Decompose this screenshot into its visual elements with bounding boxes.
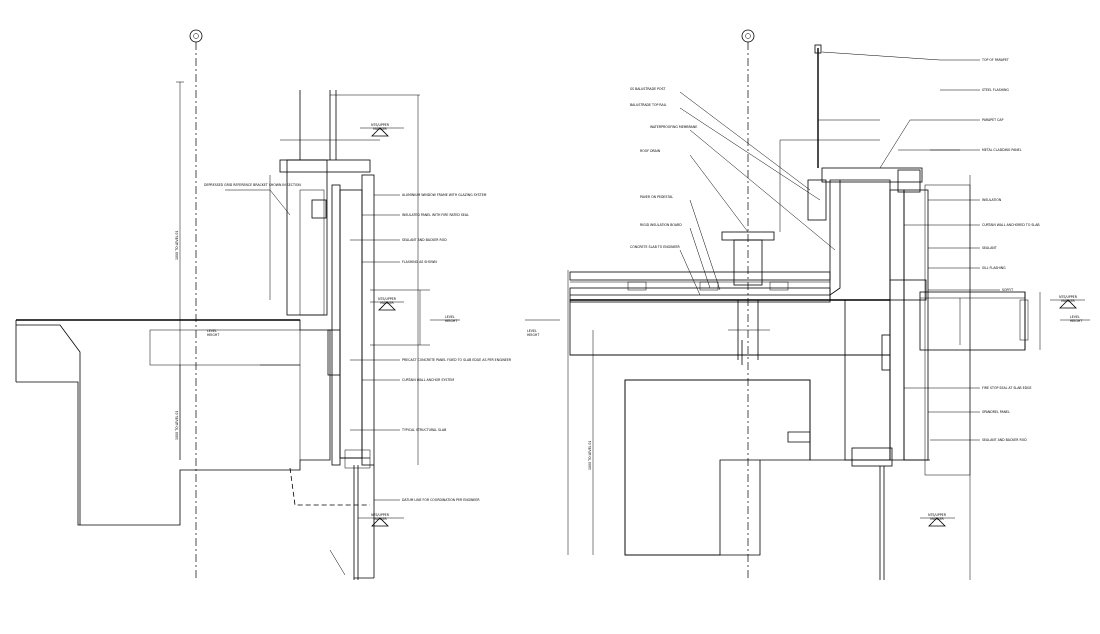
parapet-cap	[779, 44, 923, 232]
right-note-s0: TOP OF PARAPET	[981, 58, 1009, 62]
left-note-r6: TYPICAL STRUCTURAL SLAB	[401, 428, 446, 432]
right-note-t5: RIGID INSULATION BOARD	[640, 223, 682, 227]
left-vertical-dim-upper: 1000 TO LEVEL 01	[175, 231, 179, 260]
right-note-s11: SEALANT AND BACKER ROD	[982, 438, 1027, 442]
right-note-t4: PAVER ON PEDESTAL	[640, 195, 673, 199]
right-dimension-lines: 1000 TO LEVEL 01	[567, 149, 1041, 580]
right-note-s4: INSULATION	[982, 198, 1002, 202]
left-dimension-lines: 1000 TO LEVEL 01 1000 TO LEVEL 01	[175, 81, 430, 465]
left-note-r3: FLASHING AS SHOWN	[402, 260, 437, 264]
right-vertical-dim: 1000 TO LEVEL 01	[588, 441, 592, 470]
right-note-t6: CONCRETE SLAB TO ENGINEER	[630, 245, 680, 249]
right-note-t2: WATERPROOFING MEMBRANE	[650, 125, 697, 129]
right-note-t1: BALUSTRADE TOP RAIL	[630, 103, 667, 107]
right-note-s2: PARAPET CAP	[982, 118, 1003, 122]
left-section-detail: 1000 TO LEVEL 01 1000 TO LEVEL 01 NTS/UP…	[15, 29, 512, 580]
left-floor-slab	[15, 319, 370, 526]
right-note-s1: STEEL FLASHING	[982, 88, 1009, 92]
right-note-s9: FIRE STOP SEAL AT SLAB EDGE	[982, 386, 1032, 390]
left-annotations: DEPRESSED GRID REFERENCE BRACKET SHOWN I…	[204, 183, 512, 502]
grid-bubble-left	[189, 29, 203, 43]
right-note-t0: SS BALUSTRADE POST	[630, 87, 666, 91]
right-note-s7: SILL FLASHING	[982, 266, 1006, 270]
right-note-t3: ROOF DRAIN	[640, 149, 661, 153]
left-note-r4: PRECAST CONCRETE PANEL FIXED TO SLAB EDG…	[402, 358, 512, 362]
left-note-r5: CURTAIN WALL ANCHOR SYSTEM	[402, 378, 454, 382]
right-note-s6: SEALANT	[982, 246, 997, 250]
left-note-0: DEPRESSED GRID REFERENCE BRACKET SHOWN I…	[204, 183, 301, 187]
right-note-s5: CURTAIN WALL ANCHORED TO SLAB	[982, 223, 1040, 227]
right-note-s10: SPANDREL PANEL	[982, 410, 1010, 414]
right-facade-assembly	[787, 184, 1029, 580]
left-note-r2: SEALANT AND BACKER ROD	[402, 238, 447, 242]
roof-drain	[627, 231, 789, 365]
left-note-r0: ALUMINIUM WINDOW FRAME WITH GLAZING SYST…	[402, 193, 487, 197]
right-roof-slab	[569, 179, 891, 556]
right-annotations-side: TOP OF PARAPET STEEL FLASHING PARAPET CA…	[821, 51, 1040, 442]
left-note-r1: INSULATED PANEL WITH FIRE RATED SEAL	[402, 213, 469, 217]
left-facade-assembly	[279, 90, 375, 580]
right-note-s3: METAL CLADDING PANEL	[982, 148, 1022, 152]
left-vertical-dim-lower: 1000 TO LEVEL 01	[175, 411, 179, 440]
left-note-r7: DATUM LINE FOR COORDINATION PER ENGINEER	[402, 498, 480, 502]
grid-bubble-right	[741, 29, 755, 43]
right-note-s8: SOFFIT	[1002, 288, 1013, 292]
right-annotations-top: SS BALUSTRADE POST BALUSTRADE TOP RAIL W…	[630, 87, 836, 296]
